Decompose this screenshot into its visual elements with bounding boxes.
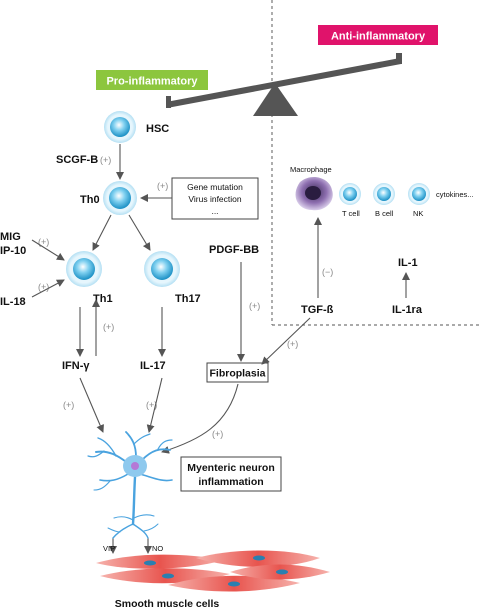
th17-cell-icon bbox=[144, 251, 180, 287]
pdgf-sign: (+) bbox=[249, 301, 260, 311]
neuron-body-icon bbox=[123, 455, 147, 477]
b-cell-label: B cell bbox=[375, 209, 394, 218]
scgf-label: SCGF-B bbox=[56, 154, 98, 166]
fibroplasia-box: Fibroplasia bbox=[206, 362, 269, 383]
nk-cell-icon bbox=[408, 183, 430, 205]
ip10-label: IP-10 bbox=[0, 245, 26, 257]
neuron-icon bbox=[87, 431, 173, 539]
t-cell-icon bbox=[339, 183, 361, 205]
cytokines-label: cytokines... bbox=[436, 190, 474, 199]
fibro-sign: (+) bbox=[212, 429, 223, 439]
ifn-sign: (+) bbox=[63, 400, 74, 410]
th0-cell-icon bbox=[103, 181, 137, 215]
il18-label: IL-18 bbox=[0, 296, 26, 308]
svg-text:Gene mutation: Gene mutation bbox=[187, 182, 243, 192]
macrophage-icon bbox=[295, 176, 333, 211]
il17-label: IL-17 bbox=[140, 360, 166, 372]
smooth-muscle-label: Smooth muscle cells bbox=[115, 598, 220, 610]
th1-feedback-sign: (+) bbox=[103, 322, 114, 332]
il1-label: IL-1 bbox=[398, 257, 418, 269]
tgf-sign: (−) bbox=[322, 267, 333, 277]
pathway-arrows bbox=[31, 144, 410, 554]
pdgf-label: PDGF-BB bbox=[209, 244, 259, 256]
il1ra-label: IL-1ra bbox=[392, 304, 423, 316]
tgf-fibro-sign: (+) bbox=[287, 339, 298, 349]
mig-label: MIG bbox=[0, 231, 21, 243]
anti-inflammatory-badge: Anti-inflammatory bbox=[318, 25, 438, 45]
svg-text:Pro-inflammatory: Pro-inflammatory bbox=[106, 76, 198, 88]
vip-label: VIP bbox=[103, 544, 115, 553]
trigger-sign: (+) bbox=[157, 181, 168, 191]
svg-text:Myenteric neuron: Myenteric neuron bbox=[187, 462, 275, 474]
neuron-inflammation-box: Myenteric neuron inflammation bbox=[180, 456, 282, 492]
svg-text:Virus infection: Virus infection bbox=[188, 194, 242, 204]
mig-sign: (+) bbox=[38, 237, 49, 247]
fulcrum-icon bbox=[253, 83, 298, 116]
il17-sign: (+) bbox=[146, 400, 157, 410]
svg-text:...: ... bbox=[211, 206, 218, 216]
svg-text:inflammation: inflammation bbox=[198, 476, 263, 488]
no-label: NO bbox=[152, 544, 163, 553]
tgf-label: TGF-ß bbox=[301, 304, 334, 316]
th1-cell-icon bbox=[66, 251, 102, 287]
scgf-sign: (+) bbox=[100, 155, 111, 165]
nk-label: NK bbox=[413, 209, 423, 218]
th17-label: Th17 bbox=[175, 293, 201, 305]
b-cell-icon bbox=[373, 183, 395, 205]
hsc-cell-icon bbox=[104, 111, 136, 143]
il18-sign: (+) bbox=[38, 282, 49, 292]
hsc-label: HSC bbox=[146, 123, 169, 135]
ifn-label: IFN-γ bbox=[62, 360, 90, 372]
th0-label: Th0 bbox=[80, 194, 100, 206]
svg-text:Anti-inflammatory: Anti-inflammatory bbox=[331, 31, 426, 43]
t-cell-label: T cell bbox=[342, 209, 360, 218]
svg-text:Fibroplasia: Fibroplasia bbox=[209, 368, 265, 380]
macrophage-label: Macrophage bbox=[290, 165, 332, 174]
smooth-muscle-cells-icon bbox=[96, 550, 330, 592]
balance-scale bbox=[166, 53, 402, 116]
anti-region-border bbox=[271, 0, 480, 326]
trigger-box: Gene mutation Virus infection ... bbox=[171, 177, 259, 220]
pro-inflammatory-badge: Pro-inflammatory bbox=[96, 70, 208, 90]
